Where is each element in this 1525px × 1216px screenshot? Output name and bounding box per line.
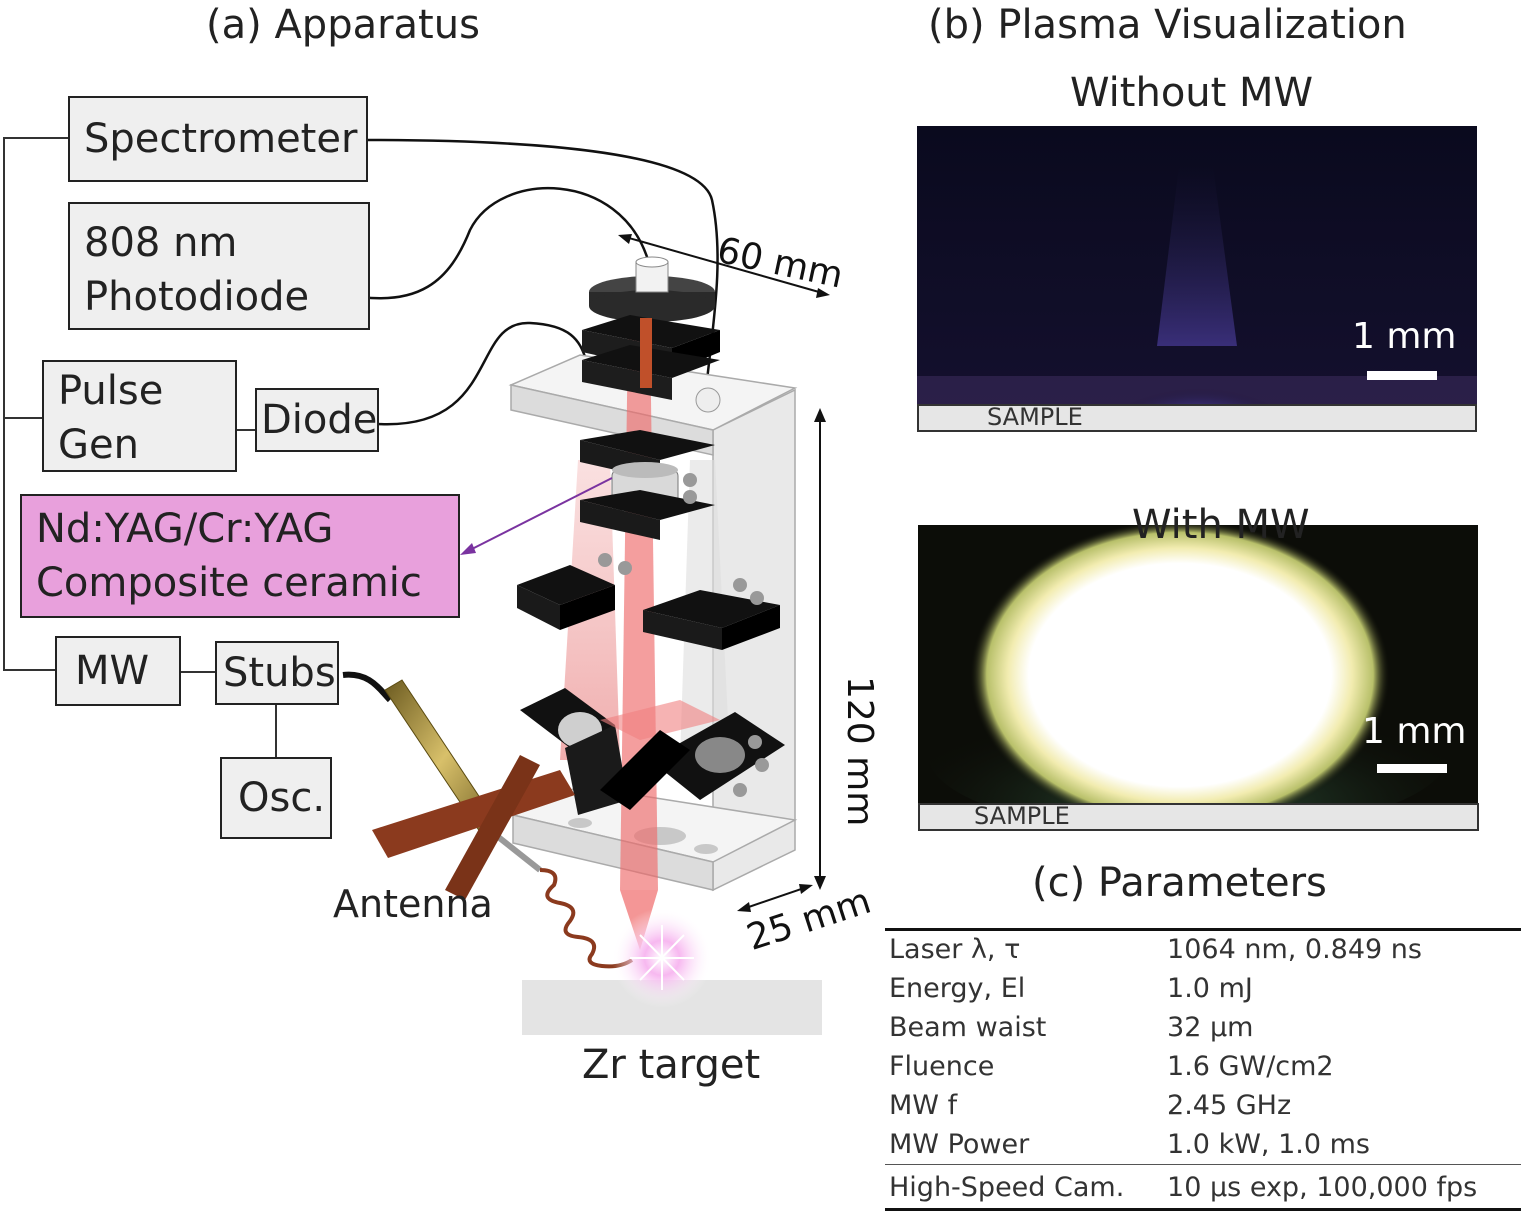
spectrometer-box: Spectrometer <box>68 96 368 182</box>
param-name: Laser λ, τ <box>889 934 1021 965</box>
sample-bar-without: SAMPLE <box>917 404 1477 432</box>
param-name: Beam waist <box>889 1012 1047 1043</box>
dimension-arrows <box>618 234 830 912</box>
param-value: 32 μm <box>1167 1012 1254 1043</box>
osc-label: Osc. <box>238 775 326 821</box>
antenna-assembly <box>342 671 634 969</box>
photodiode-line1: 808 nm <box>84 220 238 266</box>
panel-c-title: (c) Parameters <box>1032 860 1327 906</box>
param-value: 1.0 kW, 1.0 ms <box>1167 1129 1370 1160</box>
parameters-table: Laser λ, τ 1064 nm, 0.849 ns Energy, El 1.… <box>885 930 1521 1209</box>
signal-cables <box>341 138 719 426</box>
diode-box: Diode <box>255 388 379 452</box>
spectrometer-label: Spectrometer <box>84 116 358 162</box>
sample-bar-with: SAMPLE <box>918 803 1479 831</box>
param-value: 1.6 GW/cm2 <box>1167 1051 1334 1082</box>
mirror-holders <box>520 688 785 815</box>
ceramic-box: Nd:YAG/Cr:YAG Composite ceramic <box>20 494 460 618</box>
sample-label-with: SAMPLE <box>974 802 1070 830</box>
scale-bar-without <box>1367 371 1437 380</box>
table-top-rule <box>885 928 1521 931</box>
plasma-without-mw-render <box>917 166 1477 408</box>
table-row: Beam waist 32 μm <box>885 1008 1521 1047</box>
table-row: MW Power 1.0 kW, 1.0 ms <box>885 1125 1521 1165</box>
table-row: MW f 2.45 GHz <box>885 1086 1521 1125</box>
table-row: Fluence 1.6 GW/cm2 <box>885 1047 1521 1086</box>
antenna-label: Antenna <box>333 882 493 926</box>
plasma-image-without-mw <box>917 126 1477 408</box>
param-value: 1064 nm, 0.849 ns <box>1167 934 1422 965</box>
pulse-gen-box: Pulse Gen <box>42 360 237 472</box>
param-value: 1.0 mJ <box>1167 973 1253 1004</box>
lens-holders <box>517 553 780 650</box>
param-name: MW Power <box>889 1129 1030 1160</box>
scale-bar-with <box>1377 764 1447 773</box>
panel-a-title: (a) Apparatus <box>206 2 480 48</box>
param-name: MW f <box>889 1090 958 1121</box>
stubs-box: Stubs <box>215 641 339 705</box>
top-mount <box>582 256 721 413</box>
ceramic-line2: Composite ceramic <box>36 560 422 606</box>
pulse-gen-line2: Gen <box>58 422 139 468</box>
scale-label-with: 1 mm <box>1362 711 1467 752</box>
param-name: Energy, El <box>889 973 1026 1004</box>
param-value: 2.45 GHz <box>1167 1090 1292 1121</box>
table-row: Laser λ, τ 1064 nm, 0.849 ns <box>885 930 1521 969</box>
without-mw-label: Without MW <box>1070 70 1314 116</box>
scale-label-without: 1 mm <box>1352 316 1457 357</box>
param-name: Fluence <box>889 1051 995 1082</box>
panel-b-title: (b) Plasma Visualization <box>928 2 1407 48</box>
plasma-with-mw-render <box>928 525 1448 805</box>
mw-box: MW <box>55 636 181 706</box>
table-row: High-Speed Cam. 10 μs exp, 100,000 fps <box>885 1164 1521 1210</box>
mw-label: MW <box>75 648 150 694</box>
stubs-label: Stubs <box>223 650 336 696</box>
zr-target-label: Zr target <box>582 1042 761 1088</box>
with-mw-label: With MW <box>1132 502 1310 548</box>
ceramic-line1: Nd:YAG/Cr:YAG <box>36 506 334 552</box>
param-name: High-Speed Cam. <box>889 1171 1125 1203</box>
sample-label-without: SAMPLE <box>987 403 1083 431</box>
param-value: 10 μs exp, 100,000 fps <box>1167 1171 1478 1203</box>
pulse-gen-line1: Pulse <box>58 368 164 414</box>
dim-120mm-label: 120 mm <box>839 676 880 827</box>
osc-box: Osc. <box>220 757 332 839</box>
target-spark <box>522 908 822 1035</box>
photodiode-box: 808 nm Photodiode <box>68 202 370 330</box>
plasma-image-with-mw <box>918 525 1478 805</box>
diode-label: Diode <box>261 397 378 443</box>
table-row: Energy, El 1.0 mJ <box>885 969 1521 1008</box>
crystal-holder <box>580 430 715 540</box>
control-wires <box>3 137 277 757</box>
photodiode-line2: Photodiode <box>84 274 310 320</box>
ceramic-pointer <box>460 477 613 555</box>
table-bottom-rule <box>885 1208 1521 1211</box>
